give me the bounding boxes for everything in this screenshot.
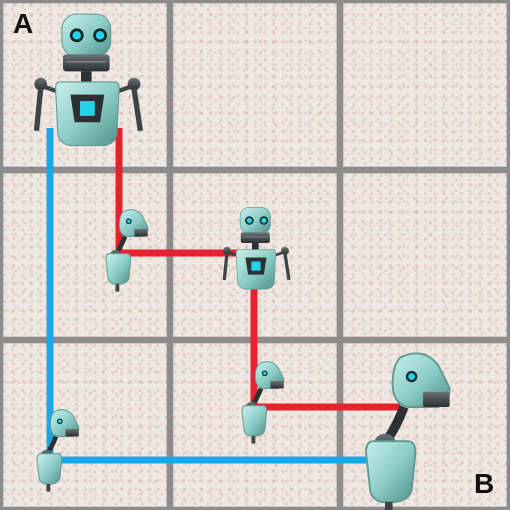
robot-partial-large[interactable] bbox=[366, 353, 450, 510]
tile-r2-c0[interactable] bbox=[3, 343, 167, 507]
tile-r0-c1[interactable] bbox=[173, 3, 337, 167]
robot-full-large[interactable] bbox=[34, 14, 140, 145]
tile-r0-c2[interactable] bbox=[343, 3, 507, 167]
robot-partial-bottom-left[interactable] bbox=[37, 410, 79, 492]
tile-r1-c2[interactable] bbox=[343, 173, 507, 337]
robot-partial-mid-left[interactable] bbox=[106, 210, 148, 292]
robot-partial-bottom-middle[interactable] bbox=[242, 362, 284, 444]
end-label: B bbox=[474, 468, 495, 499]
start-label: A bbox=[13, 8, 34, 39]
robot-full-small[interactable] bbox=[221, 205, 291, 291]
